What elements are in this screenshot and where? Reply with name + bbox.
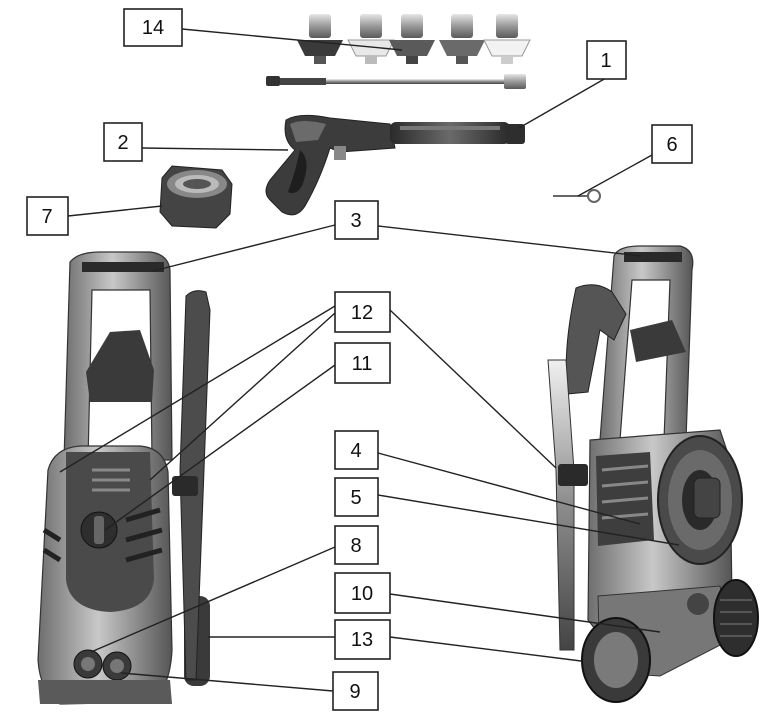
callout-3: 3 (334, 200, 379, 240)
leader-1 (518, 77, 607, 129)
callout-14-label: 14 (142, 17, 164, 39)
nozzle-tip-4 (439, 14, 485, 64)
leader-11 (104, 364, 336, 531)
callout-12-label: 12 (351, 302, 373, 324)
leader-12a (59, 305, 336, 473)
leader-12c (389, 309, 557, 469)
callout-1: 1 (586, 40, 627, 80)
leader-13b (389, 636, 582, 662)
callout-10-label: 10 (351, 583, 373, 605)
callout-5-label: 5 (350, 487, 361, 509)
leader-2 (141, 147, 289, 151)
leader-14 (181, 28, 403, 51)
washer-front-illustration (37, 251, 211, 705)
leader-7 (67, 205, 163, 217)
leader-8 (90, 546, 336, 653)
cleaning-needle-illustration (553, 189, 601, 203)
inlet-filter-illustration (159, 165, 233, 229)
callout-7: 7 (26, 196, 69, 236)
nozzle-tip-3 (389, 14, 435, 64)
leader-10 (389, 593, 661, 633)
callout-11-label: 11 (352, 353, 373, 375)
callout-10: 10 (334, 572, 391, 614)
short-wand-illustration (266, 74, 526, 89)
callout-9-label: 9 (349, 681, 360, 703)
callout-4: 4 (334, 430, 379, 470)
callout-3-label: 3 (350, 210, 361, 232)
leader-6 (577, 154, 653, 197)
callout-6-label: 6 (666, 134, 677, 156)
callout-7-label: 7 (41, 206, 52, 228)
callout-12: 12 (334, 291, 391, 333)
callout-4-label: 4 (350, 440, 361, 462)
trigger-gun-illustration (265, 114, 525, 216)
leader-3a (152, 224, 336, 272)
leader-5 (377, 494, 680, 546)
callout-6: 6 (651, 124, 693, 164)
callout-8: 8 (334, 525, 379, 565)
callout-14: 14 (123, 8, 183, 47)
leader-12b (149, 312, 336, 481)
callout-13-label: 13 (351, 629, 373, 651)
leader-4 (377, 452, 641, 525)
callout-5: 5 (334, 477, 379, 517)
callout-9: 9 (332, 671, 379, 711)
leader-lines (59, 28, 680, 692)
nozzle-tip-5 (483, 14, 531, 64)
washer-rear-illustration (547, 245, 759, 703)
callout-11: 11 (334, 342, 391, 384)
nozzle-tip-1 (297, 14, 343, 64)
callout-8-label: 8 (350, 535, 361, 557)
nozzle-tip-2 (347, 14, 395, 64)
callout-13: 13 (334, 619, 391, 660)
leader-9 (120, 672, 334, 692)
callout-2: 2 (103, 122, 143, 162)
callout-1-label: 1 (600, 50, 611, 72)
nozzle-set-illustration (297, 14, 531, 64)
leader-3b (377, 225, 642, 257)
callout-2-label: 2 (117, 132, 128, 154)
